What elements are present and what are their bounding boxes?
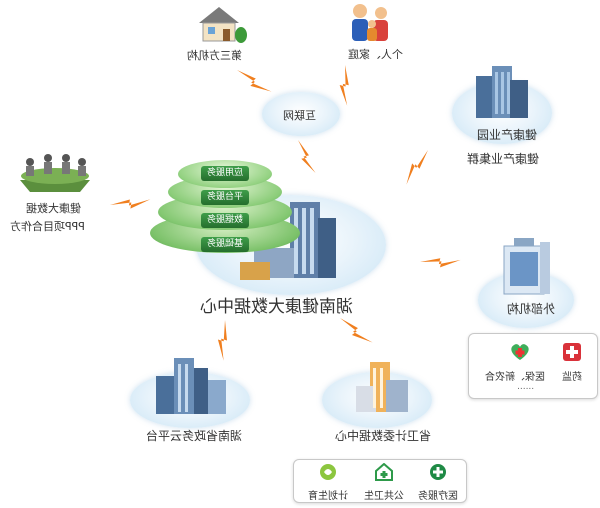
logo-medical-service-label: 医疗服务 [418,491,458,502]
house-icon [199,7,247,43]
layer-tag-infrastructure: 基础服务 [201,237,249,252]
layer-tag-platform: 平台服务 [201,190,249,205]
individual-label: 个人、家庭 [348,48,403,61]
internet-label: 互联网 [283,109,316,122]
service-stack: 应用服务 平台服务 数据服务 基础服务 [150,158,300,258]
industry-park-label: 健康产业园 [477,128,538,142]
hospital-building-icon [503,238,550,295]
logo-drug-admin: 药监 [557,342,587,383]
industry-cluster-label: 健康产业集群 [467,152,540,166]
internet-cloud [262,92,340,136]
bolt-external [420,244,461,278]
layer-tag-data: 数据服务 [201,213,249,228]
bolt-internet [298,140,316,173]
public-health-icon [375,462,393,481]
external-logos-more: ...... [517,382,535,392]
medical-service-icon [430,464,446,480]
third-party-node: 第三方机构 [185,5,255,65]
logo-drug-admin-label: 药监 [562,372,582,383]
bolt-industry [396,150,438,185]
meeting-table-icon [20,154,90,192]
logo-medical-insurance: 医保、新农合 [485,342,545,383]
bolt-third-party [237,60,272,102]
individual-node: 个人、家庭 [340,2,410,66]
nhfpc-label: 省卫计委数据中心 [335,429,432,443]
medical-insurance-icon [511,344,529,360]
logo-medical-service: 医疗服务 [414,463,462,502]
external-label: 外部机构 [507,302,556,316]
ppp-label-line2: PPP项目合作方 [10,220,85,233]
center-label: 湖南健康大数据中心 [200,297,353,317]
drug-admin-icon [563,343,581,361]
logo-medical-insurance-label: 医保、新农合 [485,372,545,383]
logo-family-planning-label: 计划生育 [308,491,348,502]
ppp-label-line1: 健康大数据 [26,202,81,215]
logo-family-planning: 计划生育 [304,463,352,502]
office-towers-icon [476,66,528,118]
ppp-node: 健康大数据 PPP项目合作方 [8,150,103,233]
bolt-ppp [110,186,151,218]
layer-tag-application: 应用服务 [201,166,249,181]
bolt-gov-cloud [207,320,242,361]
gov-towers-icon [156,358,226,414]
external-logos-box: 医保、新农合 药监 ...... [468,333,598,399]
data-center-buildings-icon [240,202,336,280]
family-planning-icon [320,464,336,480]
family-icon [352,4,388,41]
nhfpc-buildings-icon [356,362,408,412]
third-party-label: 第三方机构 [187,49,242,62]
bottom-logos-box: 计划生育 公共卫生 医疗服务 [293,459,467,503]
logo-public-health: 公共卫生 [360,462,408,502]
logo-public-health-label: 公共卫生 [364,491,404,502]
bolt-individual [329,65,363,106]
gov-cloud-label: 湖南省政务云平台 [146,429,243,443]
